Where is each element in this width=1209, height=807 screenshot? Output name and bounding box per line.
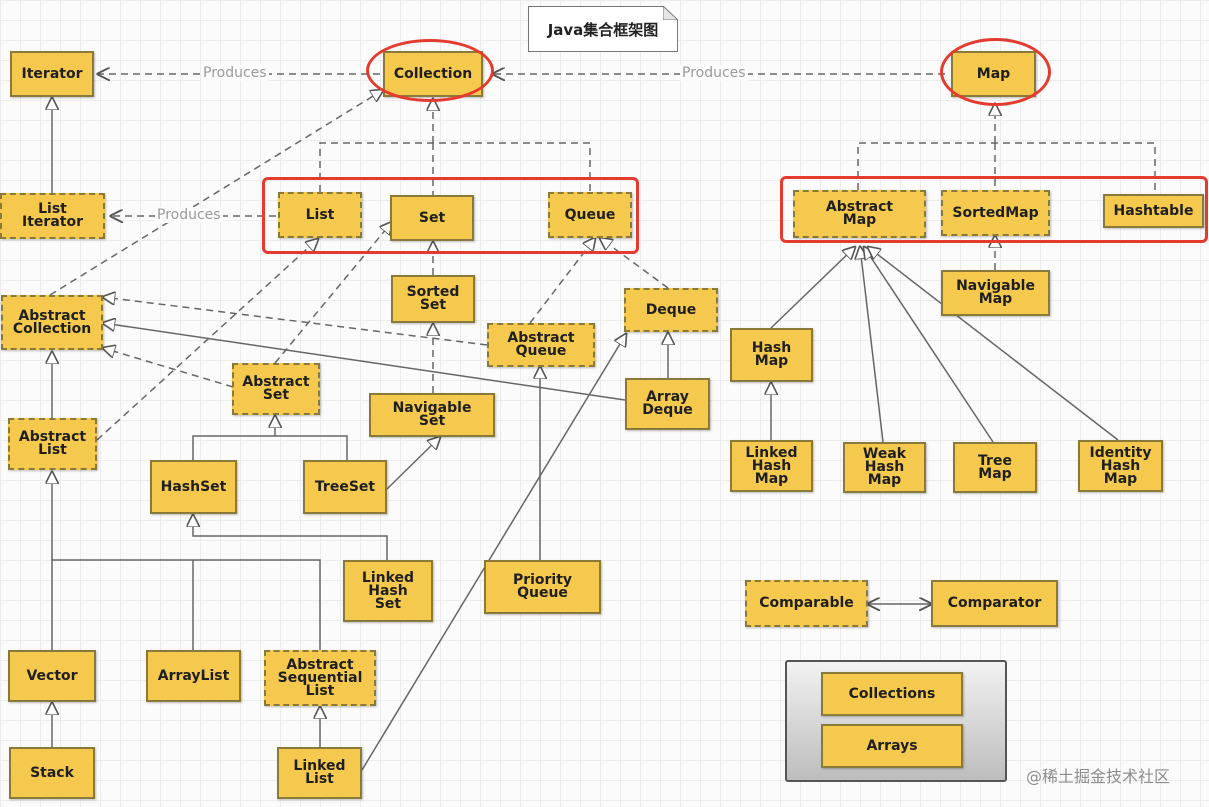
node-list[interactable]: List [278, 192, 362, 238]
node-identity-hash-map[interactable]: Identity Hash Map [1078, 440, 1163, 492]
produces-label: Produces [201, 65, 269, 81]
highlight-map-implementations [780, 176, 1208, 243]
node-iterator[interactable]: Iterator [10, 51, 94, 97]
node-abstract-list[interactable]: Abstract List [8, 418, 97, 470]
edge-abstractcollection-collection [49, 90, 383, 296]
edge-treeset-navigableset [386, 437, 440, 490]
node-abstract-set[interactable]: Abstract Set [232, 363, 320, 415]
edge-weakhashmap-abstractmap [860, 247, 884, 443]
watermark: @稀土掘金技术社区 [1026, 767, 1171, 786]
node-array-deque[interactable]: Array Deque [625, 378, 710, 430]
node-priority-queue[interactable]: Priority Queue [484, 560, 601, 614]
edge-linkedhashset-hashset [193, 515, 388, 560]
node-weak-hash-map[interactable]: Weak Hash Map [843, 442, 926, 493]
edge-collection-branches [319, 142, 591, 192]
node-queue[interactable]: Queue [548, 192, 632, 238]
highlight-map [940, 38, 1051, 106]
node-deque[interactable]: Deque [624, 288, 718, 332]
edge-arraydeque-abstractcollection [103, 323, 626, 401]
node-hashtable[interactable]: Hashtable [1103, 194, 1204, 228]
node-abstract-sequential-list[interactable]: Abstract Sequential List [264, 650, 376, 706]
node-stack[interactable]: Stack [9, 747, 95, 799]
edge-abstractlist-list [96, 239, 318, 441]
edge-identityhashmap-abstractmap [868, 247, 1119, 441]
node-array-list[interactable]: ArrayList [146, 650, 241, 702]
node-hash-map[interactable]: Hash Map [730, 328, 813, 382]
edge-abstractqueue-abstractcollection [103, 297, 488, 346]
node-sorted-map[interactable]: SortedMap [941, 190, 1050, 236]
node-navigable-map[interactable]: Navigable Map [941, 270, 1050, 316]
node-collections[interactable]: Collections [821, 672, 963, 716]
node-list-iterator[interactable]: List Iterator [0, 193, 105, 239]
page-fold-icon [663, 6, 678, 20]
edge-lists-branch [51, 559, 321, 650]
highlight-collection-interfaces [262, 177, 639, 254]
highlight-collection [366, 39, 494, 102]
produces-label: Produces [680, 65, 748, 81]
node-abstract-collection[interactable]: Abstract Collection [1, 295, 103, 350]
node-comparator[interactable]: Comparator [931, 580, 1058, 627]
edge-abstractset-abstractcollection [103, 348, 234, 388]
node-tree-map[interactable]: Tree Map [953, 442, 1037, 493]
node-linked-hash-set[interactable]: Linked Hash Set [343, 560, 433, 622]
node-tree-set[interactable]: TreeSet [303, 460, 387, 514]
node-navigable-set[interactable]: Navigable Set [369, 393, 495, 437]
node-linked-list[interactable]: Linked List [277, 747, 362, 799]
node-sorted-set[interactable]: Sorted Set [391, 275, 475, 323]
edge-hashset-treeset-branch [192, 435, 348, 460]
produces-label: Produces [155, 207, 223, 223]
diagram-title: Java集合框架图 [528, 6, 678, 52]
node-vector[interactable]: Vector [8, 650, 96, 702]
node-arrays[interactable]: Arrays [821, 724, 963, 768]
edge-map-branches [857, 142, 1156, 194]
edge-hashmap-abstractmap [770, 247, 855, 329]
node-abstract-queue[interactable]: Abstract Queue [487, 323, 595, 367]
node-linked-hash-map[interactable]: Linked Hash Map [730, 440, 813, 492]
node-hash-set[interactable]: HashSet [150, 460, 237, 514]
node-set[interactable]: Set [390, 195, 474, 241]
edge-linkedlist-deque [361, 334, 626, 771]
edge-deque-queue [600, 238, 669, 289]
edge-treemap-abstractmap [864, 247, 994, 443]
node-abstract-map[interactable]: Abstract Map [793, 190, 926, 238]
edge-abstractset-set [274, 222, 392, 364]
node-comparable[interactable]: Comparable [745, 580, 868, 627]
